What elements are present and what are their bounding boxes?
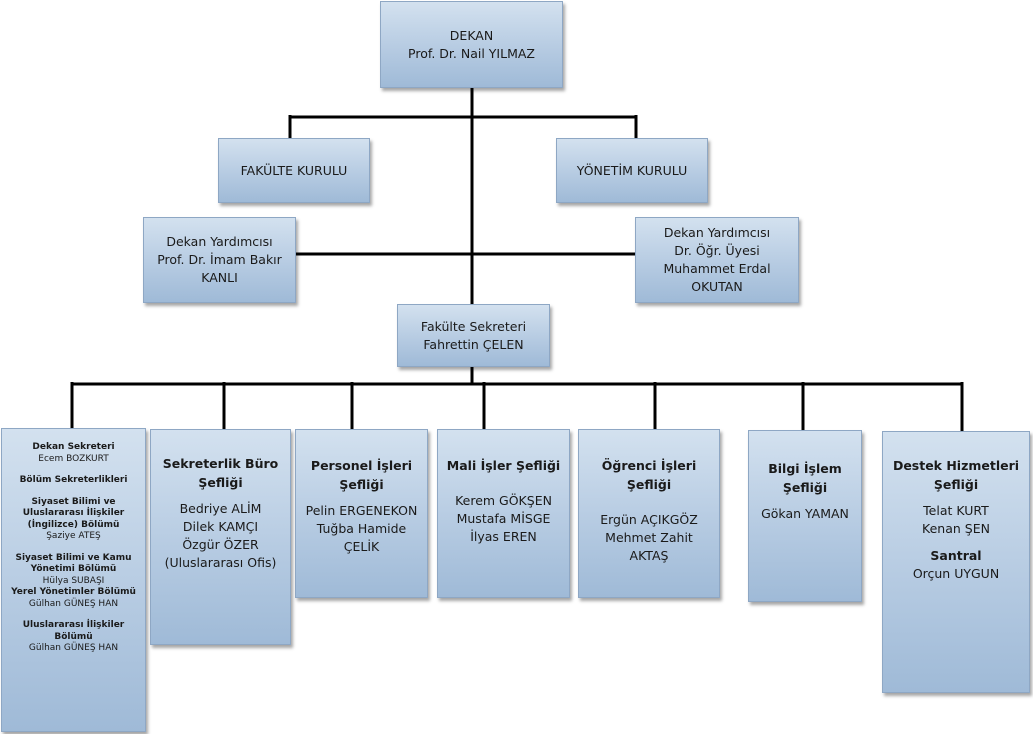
vice-dean-left-box: Dekan Yardımcısı Prof. Dr. İmam Bakır KA… xyxy=(143,217,296,303)
it-box: Bilgi İşlem Şefliği Gökan YAMAN xyxy=(748,430,862,602)
switchboard-person: Orçun UYGUN xyxy=(912,566,1000,581)
dept2-name: Hülya SUBAŞI xyxy=(42,575,105,586)
dean-title: DEKAN xyxy=(449,27,494,43)
dept1-name: Şaziye ATEŞ xyxy=(46,531,101,541)
faculty-board-label: FAKÜLTE KURULU xyxy=(240,162,348,178)
finance-person2: Mustafa MİSGE xyxy=(456,511,551,526)
faculty-board-box: FAKÜLTE KURULU xyxy=(218,138,370,203)
secretariat-person4: (Uluslararası Ofis) xyxy=(164,555,277,570)
dept1-line3: (İngilizce) Bölümü xyxy=(27,519,120,530)
support-box: Destek Hizmetleri Şefliği Telat KURT Ken… xyxy=(882,431,1030,693)
student-title1: Öğrenci İşleri Şefliği xyxy=(601,458,697,492)
student-affairs-box: Öğrenci İşleri Şefliği Ergün AÇIKGÖZ Meh… xyxy=(578,429,720,598)
support-person1: Telat KURT xyxy=(923,503,989,518)
management-board-box: YÖNETİM KURULU xyxy=(556,138,708,203)
dept4-line2: Bölümü xyxy=(54,631,93,642)
personnel-person3: ÇELİK xyxy=(343,539,380,554)
dept4-name: Gülhan GÜNEŞ HAN xyxy=(28,643,119,653)
personnel-title2: Şefliği xyxy=(339,477,384,492)
management-board-label: YÖNETİM KURULU xyxy=(576,162,688,178)
dept4-line1: Uluslararası İlişkiler xyxy=(22,620,125,630)
it-person1: Gökan YAMAN xyxy=(761,506,849,521)
dean-secretary-title: Dekan Sekreteri xyxy=(32,442,115,452)
support-title1: Destek Hizmetleri xyxy=(892,458,1020,473)
finance-person3: İlyas EREN xyxy=(470,529,537,544)
dept1-line1: Siyaset Bilimi ve xyxy=(31,496,116,507)
it-title1: Bilgi İşlem xyxy=(768,461,842,476)
personnel-title1: Personel İşleri xyxy=(310,458,413,473)
personnel-person2: Tuğba Hamide xyxy=(316,521,407,536)
secretariat-person2: Dilek KAMÇI xyxy=(182,519,259,534)
personnel-box: Personel İşleri Şefliği Pelin ERGENEKON … xyxy=(295,429,428,598)
support-person2: Kenan ŞEN xyxy=(922,521,990,536)
vice-dean-left-title: Dekan Yardımcısı xyxy=(166,234,273,249)
secretary-title: Fakülte Sekreteri xyxy=(420,318,527,334)
support-title2: Şefliği xyxy=(933,477,979,492)
secretary-box: Fakülte Sekreteri Fahrettin ÇELEN xyxy=(397,304,550,367)
vice-dean-right-box: Dekan Yardımcısı Dr. Öğr. Üyesi Muhammet… xyxy=(635,217,799,303)
student-person3: AKTAŞ xyxy=(629,548,669,563)
dept-secretaries-title: Bölüm Sekreterlikleri xyxy=(19,475,128,485)
secretariat-person1: Bedriye ALİM xyxy=(179,501,262,516)
secretariat-title1: Sekreterlik Büro xyxy=(162,456,279,471)
secretariat-title2: Şefliği xyxy=(198,475,243,490)
switchboard-title: Santral xyxy=(930,548,982,563)
vice-dean-right-line1: Dr. Öğr. Üyesi xyxy=(674,243,760,258)
vice-dean-right-line2: Muhammet Erdal xyxy=(663,261,771,276)
dean-name: Prof. Dr. Nail YILMAZ xyxy=(408,45,535,61)
vice-dean-left-line2: KANLI xyxy=(201,270,238,285)
dept3-line1: Yerel Yönetimler Bölümü xyxy=(11,587,136,597)
finance-box: Mali İşler Şefliği Kerem GÖKŞEN Mustafa … xyxy=(437,429,570,598)
dept2-line2: Yönetimi Bölümü xyxy=(30,564,117,574)
secretariat-person3: Özgür ÖZER xyxy=(182,537,259,552)
dean-secretaries-box: Dekan Sekreteri Ecem BOZKURT Bölüm Sekre… xyxy=(1,428,146,732)
dept1-line2: Uluslararası İlişkiler xyxy=(22,508,125,518)
finance-person1: Kerem GÖKŞEN xyxy=(455,493,552,508)
it-title2: Şefliği xyxy=(782,480,828,495)
vice-dean-left-line1: Prof. Dr. İmam Bakır xyxy=(157,252,282,267)
secretariat-box: Sekreterlik Büro Şefliği Bedriye ALİM Di… xyxy=(150,429,291,645)
secretary-name: Fahrettin ÇELEN xyxy=(423,336,524,352)
finance-title1: Mali İşler Şefliği xyxy=(446,458,561,473)
dean-box: DEKAN Prof. Dr. Nail YILMAZ xyxy=(380,1,563,88)
dept3-name: Gülhan GÜNEŞ HAN xyxy=(28,598,119,609)
personnel-person1: Pelin ERGENEKON xyxy=(305,503,418,518)
student-person1: Ergün AÇIKGÖZ xyxy=(600,512,698,527)
dean-secretary-name: Ecem BOZKURT xyxy=(38,453,109,464)
student-person2: Mehmet Zahit xyxy=(605,530,693,545)
dept2-line1: Siyaset Bilimi ve Kamu xyxy=(15,552,132,563)
vice-dean-right-line3: OKUTAN xyxy=(691,279,743,294)
vice-dean-right-title: Dekan Yardımcısı xyxy=(663,225,771,240)
